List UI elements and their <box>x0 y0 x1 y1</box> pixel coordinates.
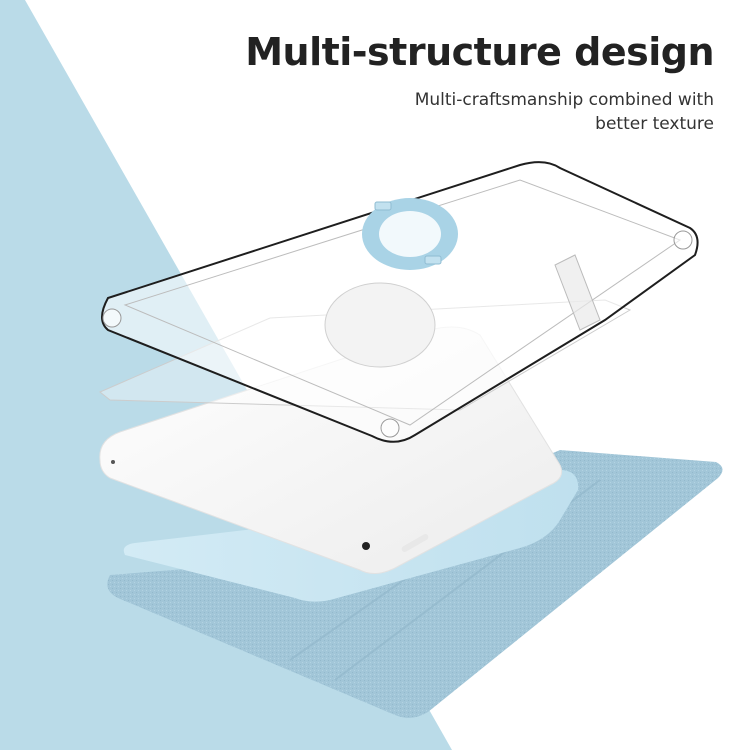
volume-buttons <box>401 534 429 552</box>
subtitle-line-1: Multi-craftsmanship combined with <box>414 90 714 110</box>
ring-holder <box>362 198 458 270</box>
microphone-icon <box>111 460 115 464</box>
subtitle-line-2: better texture <box>595 114 714 134</box>
camera-icon <box>362 542 370 550</box>
magnet-circle <box>324 282 436 368</box>
page-title: Multi-structure design <box>245 30 714 74</box>
page-subtitle: Multi-craftsmanship combined with better… <box>354 88 714 136</box>
